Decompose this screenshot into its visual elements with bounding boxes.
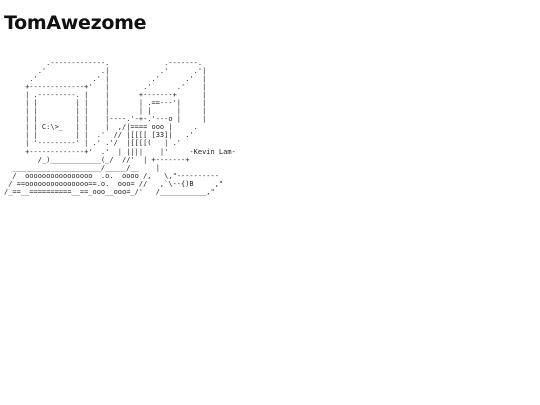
page-title: TomAwezome [4,12,147,34]
ascii-art-computer: .-------------. .-------. .' .| .' .'| .… [4,59,236,196]
